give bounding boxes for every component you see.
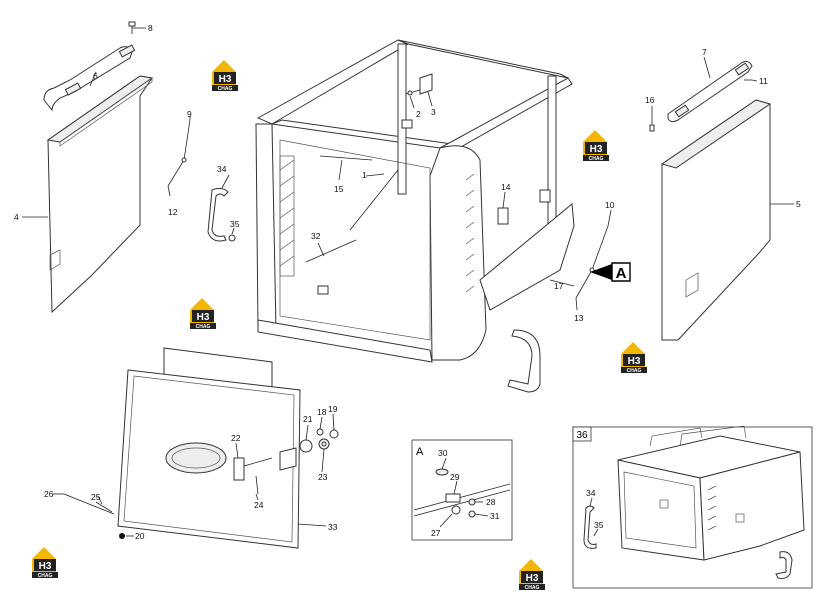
callout-30: 30 xyxy=(438,448,448,458)
watermark-logo-6: H3 CHAG xyxy=(519,559,545,591)
callout-28: 28 xyxy=(486,497,496,507)
detail-36-label: 36 xyxy=(576,430,588,441)
callout-14: 14 xyxy=(501,182,511,192)
callout-6: 6 xyxy=(93,71,98,81)
callout-33: 33 xyxy=(328,522,338,532)
left-handle xyxy=(43,44,136,112)
callout-19: 19 xyxy=(328,404,338,414)
callout-11: 11 xyxy=(759,76,768,86)
watermark-logo-text: H3 xyxy=(197,312,210,323)
callout-labels: 8 6 4 9 12 34 35 1 2 3 14 15 32 17 7 11 … xyxy=(14,23,801,541)
callout-8: 8 xyxy=(148,23,153,33)
bracket-3 xyxy=(419,73,433,95)
pin-16 xyxy=(649,124,655,132)
watermark-logo-subtext: CHAG xyxy=(589,156,604,162)
detail-a-box: A xyxy=(411,439,513,541)
callout-27: 27 xyxy=(431,528,441,538)
detail-a-pointer-label: A xyxy=(616,265,627,282)
callout-29: 29 xyxy=(450,472,460,482)
shroud-vents xyxy=(465,173,475,293)
callout-13: 13 xyxy=(574,313,584,323)
right-handle xyxy=(667,60,753,123)
grommet-20 xyxy=(119,533,125,539)
watermark-logo-5: H3 CHAG xyxy=(32,547,58,579)
callout-32: 32 xyxy=(311,231,321,241)
detail-a-label: A xyxy=(416,446,424,458)
hinge-parts xyxy=(299,428,339,453)
callout-5: 5 xyxy=(796,199,801,209)
callout-3: 3 xyxy=(431,107,436,117)
watermark-logo-text: H3 xyxy=(39,561,52,572)
door-latch-22 xyxy=(233,457,273,481)
callout-34: 34 xyxy=(217,164,227,174)
callout-17: 17 xyxy=(554,281,564,291)
callout-34-detail: 34 xyxy=(586,488,596,498)
gas-strut-right xyxy=(575,225,609,299)
watermark-logo-3: H3 CHAG xyxy=(190,298,216,330)
bolt-2 xyxy=(405,89,421,96)
callout-10: 10 xyxy=(605,200,615,210)
callout-35-detail: 35 xyxy=(594,520,604,530)
watermark-logo-subtext: CHAG xyxy=(218,86,233,92)
door xyxy=(117,347,301,549)
watermark-logo-subtext: CHAG xyxy=(627,368,642,374)
side-hose xyxy=(507,329,541,393)
watermark-logo-1: H3 CHAG xyxy=(212,60,238,92)
callout-25: 25 xyxy=(91,492,101,502)
callout-20: 20 xyxy=(135,531,145,541)
watermark-logo-subtext: CHAG xyxy=(38,573,53,579)
watermark-logo-subtext: CHAG xyxy=(525,585,540,591)
callout-23: 23 xyxy=(318,472,328,482)
wiper-arm-25 xyxy=(95,501,113,513)
watermark-logo-subtext: CHAG xyxy=(196,324,211,330)
detail-a-pointer: A xyxy=(590,262,631,282)
callout-22: 22 xyxy=(231,433,241,443)
right-side-panel xyxy=(660,99,772,341)
callout-18: 18 xyxy=(317,407,327,417)
callout-16: 16 xyxy=(645,95,655,105)
callout-2: 2 xyxy=(416,109,421,119)
hose-34 xyxy=(207,187,229,242)
mini-cab-vents xyxy=(707,485,717,531)
frame-vents xyxy=(279,155,295,277)
left-side-panel xyxy=(46,75,154,314)
watermark-logo-text: H3 xyxy=(526,573,539,584)
leader-lines xyxy=(22,27,794,537)
detail-36-box: 36 xyxy=(572,425,813,589)
wiper-blade-26 xyxy=(63,493,115,515)
watermark-logo-text: H3 xyxy=(628,356,641,367)
door-pin-24 xyxy=(255,475,259,495)
callout-1: 1 xyxy=(362,170,367,180)
callout-31: 31 xyxy=(490,511,500,521)
watermark-logo-2: H3 CHAG xyxy=(583,130,609,162)
callout-24: 24 xyxy=(254,500,264,510)
callout-4: 4 xyxy=(14,212,19,222)
callout-21: 21 xyxy=(303,414,313,424)
callout-12: 12 xyxy=(168,207,178,217)
callout-35: 35 xyxy=(230,219,240,229)
watermark-logo-text: H3 xyxy=(219,74,232,85)
callout-7: 7 xyxy=(702,47,707,57)
callout-9: 9 xyxy=(187,109,192,119)
watermark-logo-4: H3 CHAG xyxy=(621,342,647,374)
callout-26: 26 xyxy=(44,489,54,499)
bolt-8 xyxy=(128,21,136,34)
watermark-logo-text: H3 xyxy=(590,144,603,155)
clamp-35 xyxy=(228,234,236,242)
gas-strut-left xyxy=(167,119,191,187)
callout-15: 15 xyxy=(334,184,344,194)
cab-frame xyxy=(255,39,575,363)
